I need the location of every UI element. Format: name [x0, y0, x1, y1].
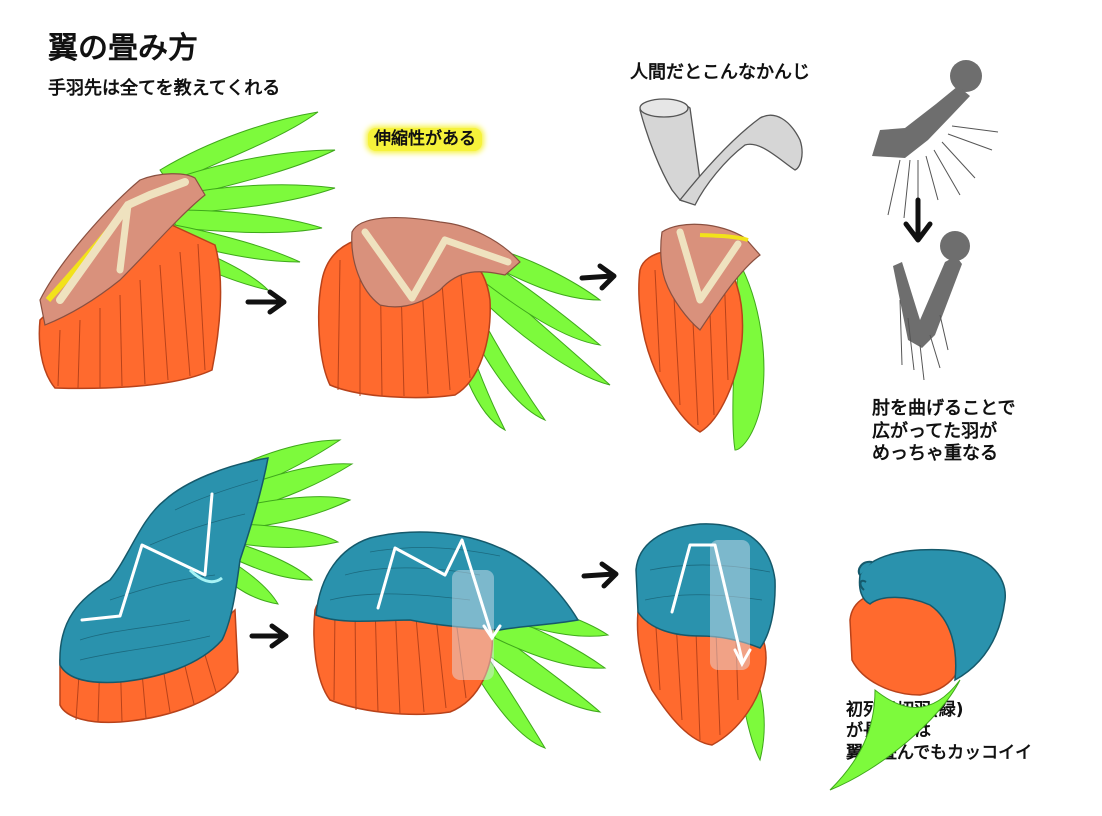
- half-folded-wing-skeleton: [317, 217, 611, 432]
- arrow-right-icon: [581, 561, 619, 589]
- arrow-right-icon: [579, 263, 617, 291]
- arrow-right-icon: [249, 623, 289, 649]
- elbow-note-line: めっちゃ重なる: [872, 443, 998, 464]
- open-wing-feathered: [59, 439, 354, 724]
- half-folded-wing-feathered: [313, 531, 610, 749]
- human-arm-bent: [893, 231, 970, 381]
- page-title: 翼の畳み方: [48, 31, 198, 66]
- human-arm-extended: [872, 60, 999, 219]
- folded-wing-skeleton: [638, 223, 765, 451]
- wing-bones: [676, 228, 742, 304]
- folded-wing-long-primaries: [829, 548, 1006, 791]
- folded-wing-feathered: [635, 523, 776, 762]
- arrow-right-icon: [245, 289, 287, 315]
- elasticity-highlight-label: 伸縮性がある: [368, 128, 482, 152]
- open-wing-skeleton: [38, 111, 336, 390]
- arrow-down-icon: [903, 197, 933, 243]
- wing-bones: [56, 178, 189, 304]
- covert-feathers: [635, 523, 776, 649]
- human-arm-sketch: [639, 98, 803, 206]
- wing-bones: [361, 228, 512, 302]
- covert-feathers: [315, 531, 580, 631]
- page-subtitle: 手羽先は全てを教えてくれる: [48, 78, 281, 99]
- elbow-note: 肘を曲げることで 広がってた羽が めっちゃ重なる: [872, 398, 1015, 466]
- elbow-note-line: 肘を曲げることで: [872, 398, 1016, 419]
- covert-feathers: [858, 548, 1006, 682]
- primary-feathers: [829, 679, 961, 791]
- covert-feathers: [59, 457, 269, 684]
- elbow-note-line: 広がってた羽が: [872, 420, 998, 442]
- human-comparison-label: 人間だとこんなかんじ: [630, 62, 810, 83]
